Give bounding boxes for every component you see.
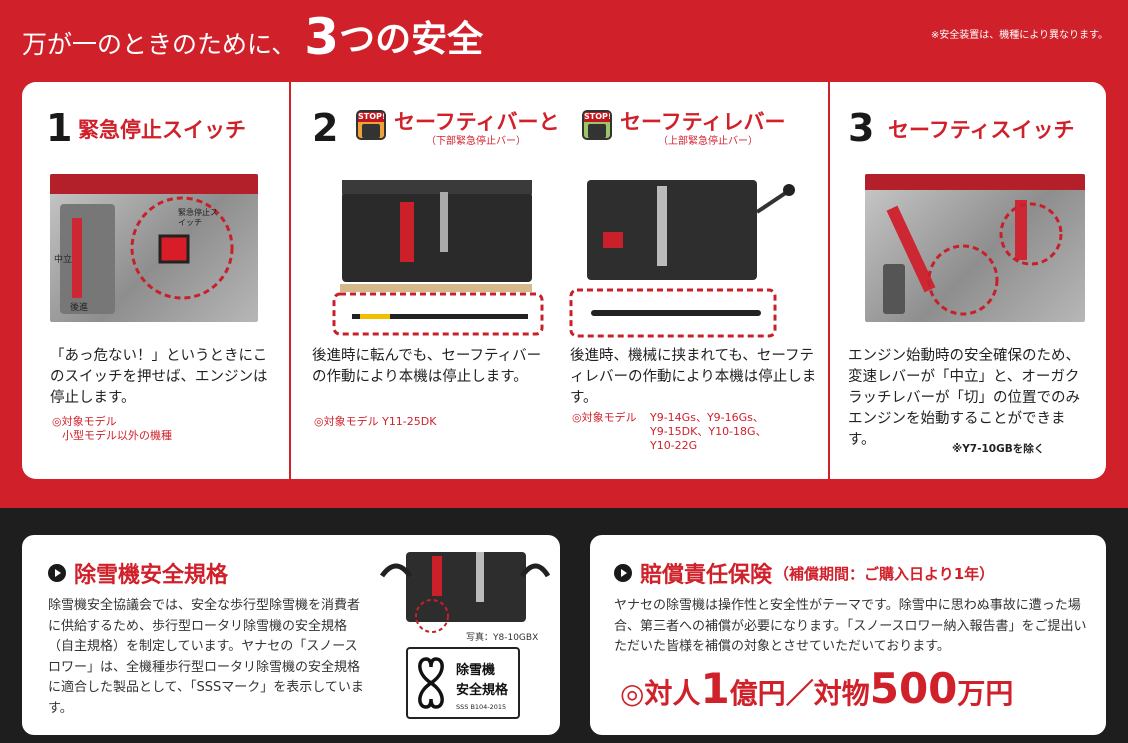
safety-card: 1 緊急停止スイッチ 緊急停止スイッチ 中立 後進 「あっ危ない！」というときに… — [22, 82, 1106, 479]
wood-base — [340, 284, 532, 292]
machine-top — [342, 180, 532, 194]
photo-label-switch: 緊急停止スイッチ — [178, 208, 218, 227]
sss-highlight — [415, 599, 449, 633]
safety-bar-photo — [320, 172, 544, 340]
photo-caption: 写真：Y8-10GBX — [466, 633, 539, 643]
photo-label-reverse: 後進 — [70, 303, 89, 313]
sss-mark-line-1: 除雪機 — [456, 663, 496, 678]
red-lever-4 — [1015, 200, 1027, 260]
title-lead: 万が一のときのために、 — [22, 30, 297, 59]
handle-knob — [783, 184, 795, 196]
section-2-model-b-label: ◎対象モデル — [572, 411, 637, 424]
amount-property-unit: 万円 — [957, 677, 1014, 710]
title-rest: つの安全 — [339, 19, 484, 60]
insurance-period: （補償期間：ご購入日より1年） — [774, 564, 995, 583]
section-1-model-label: ◎対象モデル — [52, 415, 117, 428]
rear-handle — [755, 190, 789, 214]
section-2-number: 2 — [312, 106, 339, 150]
red-knob — [603, 232, 623, 248]
amount-personal-unit: 億円 — [729, 677, 786, 710]
highlight-lever — [569, 288, 777, 338]
sss-mark-line-2: 安全規格 — [456, 683, 509, 698]
divider-1 — [289, 82, 291, 479]
section-1-title: 緊急停止スイッチ — [78, 118, 246, 142]
red-lever — [400, 202, 414, 262]
sss-mark: 除雪機 安全規格 SSS B104-2015 — [406, 647, 520, 719]
play-icon-2 — [614, 564, 632, 582]
section-2-sub-a: （下部緊急停止バー） — [426, 136, 526, 147]
divider-2 — [828, 82, 830, 479]
insurance-title-row: 賠償責任保険 （補償期間：ご購入日より1年） — [614, 557, 994, 589]
photo-top-strip — [50, 174, 258, 194]
amount-personal-label: ◎対人 — [620, 677, 701, 710]
model-note: ※安全装置は、機種により異なります。 — [930, 30, 1108, 41]
section-2-model-b-line-2: Y9-15DK、Y10-18G、 — [650, 425, 767, 438]
section-1-model-value: 小型モデル以外の機種 — [62, 429, 172, 442]
amount-property-number: 500 — [869, 664, 958, 713]
section-2-text-b: 後進時、機械に挟まれても、セーフティレバーの作動により本機は停止します。 — [570, 348, 817, 406]
section-3-title: セーフティスイッチ — [888, 118, 1075, 142]
safety-lever — [591, 310, 761, 316]
insurance-box — [590, 535, 1106, 735]
stop-icon-lever: STOP! — [582, 110, 612, 140]
stop-icon-lever-label: STOP! — [584, 112, 612, 122]
stop-icon-bar: STOP! — [356, 110, 386, 140]
title-number: 3 — [304, 8, 340, 66]
safety-bar — [352, 314, 528, 319]
emergency-switch-photo: 緊急停止スイッチ 中立 後進 — [50, 174, 258, 322]
gray-lever-y8 — [476, 552, 484, 602]
machine-body — [406, 552, 526, 622]
sss-logo-icon — [418, 657, 444, 709]
section-2-title-a: セーフティバーと — [394, 110, 560, 134]
photo-top-strip-3 — [865, 174, 1085, 190]
right-handle — [519, 563, 551, 578]
red-lever-y8 — [432, 556, 442, 596]
gray-lever — [440, 192, 448, 252]
photo-label-neutral: 中立 — [54, 255, 73, 265]
section-2-sub-b: （上部緊急停止バー） — [658, 136, 758, 147]
highlight-left — [927, 244, 999, 316]
section-2-model-b-line-1: Y9-14Gs、Y9-16Gs、 — [650, 411, 764, 424]
grip — [883, 264, 905, 314]
stop-switch — [158, 234, 190, 264]
insurance-text: ヤナセの除雪機は操作性と安全性がテーマです。除雪中に思わぬ事故に遭った場合、第三… — [614, 598, 1087, 654]
sss-mark-line-3: SSS B104-2015 — [456, 703, 507, 711]
section-2-text-a: 後進時に転んでも、セーフティバーの作動により本機は停止します。 — [312, 348, 542, 385]
bar-stripe — [360, 314, 390, 319]
stop-icon-bar-label: STOP! — [358, 112, 386, 122]
machine-panel — [342, 192, 532, 282]
amount-separator: ／ — [785, 677, 814, 710]
standard-text: 除雪機安全協議会では、安全な歩行型除雪機を消費者に供給するため、歩行型ロータリ除… — [48, 598, 364, 716]
amount-personal-number: 1 — [700, 664, 730, 713]
section-1-text: 「あっ危ない！」というときにこのスイッチを押せば、エンジンは停止します。 — [50, 348, 268, 406]
red-lever-3 — [886, 205, 936, 293]
insurance-title: 賠償責任保険 — [640, 563, 773, 588]
insurance-amount: ◎対人 1 億円 ／ 対物 500 万円 — [620, 664, 1013, 713]
y8-photo — [376, 546, 552, 636]
photo-lever — [72, 218, 82, 298]
section-2-model-b-line-3: Y10-22G — [650, 439, 698, 452]
section-3-note: ※Y7-10GBを除く — [952, 443, 1045, 455]
standard-title-row: 除雪機安全規格 — [48, 557, 228, 589]
safety-switch-photo — [865, 174, 1085, 322]
highlight-circle — [130, 196, 234, 300]
play-icon — [48, 564, 66, 582]
left-handle — [379, 563, 413, 578]
amount-property-label: 対物 — [813, 677, 870, 710]
safety-lever-photo — [567, 172, 807, 340]
section-2-title-b: セーフティレバー — [620, 110, 786, 134]
section-2-model-a: ◎対象モデル Y11-25DK — [314, 415, 437, 428]
section-3-text: エンジン始動時の安全確保のため、変速レバーが「中立」と、オーガクラッチレバーが「… — [848, 348, 1080, 448]
machine-panel-2 — [587, 180, 757, 280]
page-title: 万が一のときのために、 3 つの安全 — [22, 8, 483, 66]
section-1-number: 1 — [46, 106, 73, 150]
section-3-number: 3 — [848, 106, 875, 150]
standard-title: 除雪機安全規格 — [74, 563, 229, 588]
highlight-right — [999, 202, 1063, 266]
highlight-bar — [332, 292, 544, 336]
gray-lever-2 — [657, 186, 667, 266]
